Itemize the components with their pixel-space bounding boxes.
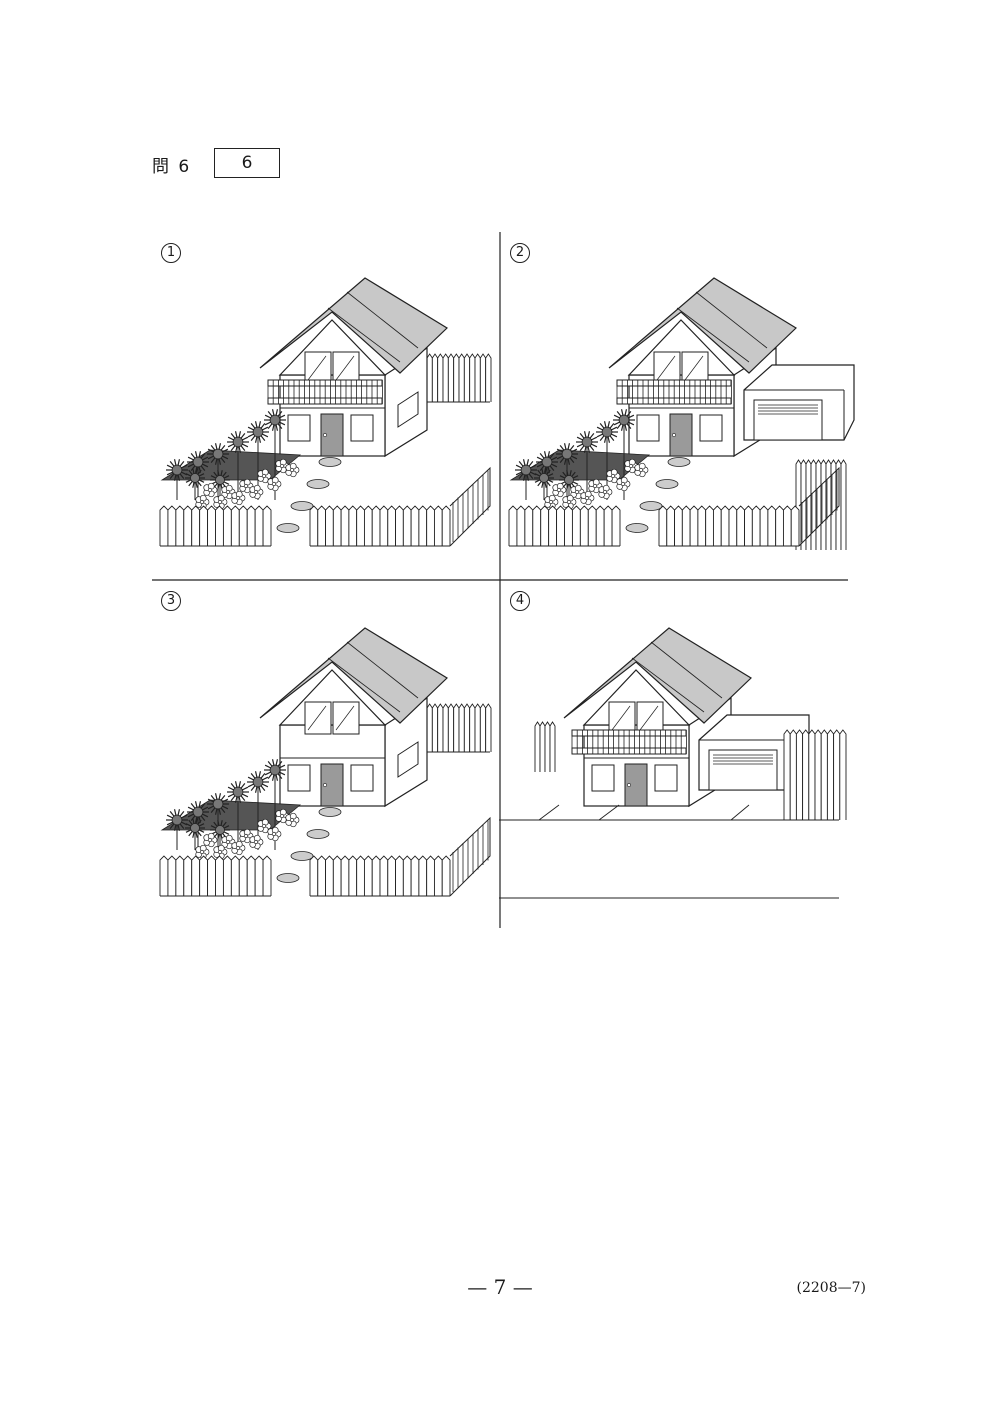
page-number: — 7 — [467,1275,533,1299]
option-3-number[interactable]: 3 [161,591,181,611]
option-2-illustration [508,277,855,550]
options-figure [152,232,855,928]
option-1-number[interactable]: 1 [161,243,181,263]
option-3-illustration [159,627,492,897]
question-label: 問 6 [152,157,192,177]
page-code: (2208—7) [796,1280,866,1296]
option-4-number[interactable]: 4 [510,591,530,611]
option-2-number[interactable]: 2 [510,243,530,263]
answer-box: 6 [214,148,280,178]
option-1-illustration [159,277,492,547]
option-4-illustration [499,627,847,899]
